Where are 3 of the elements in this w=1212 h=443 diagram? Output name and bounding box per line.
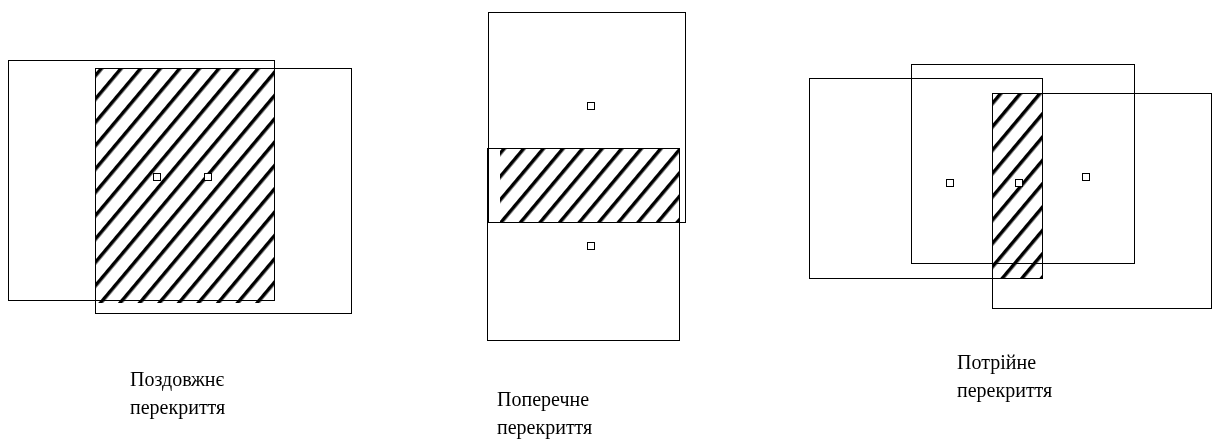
caption-text: Поздовжнє перекриття	[130, 367, 227, 421]
caption-text: Поперечне перекриття	[497, 387, 594, 441]
caption-text: Потрійне перекриття	[957, 350, 1054, 404]
